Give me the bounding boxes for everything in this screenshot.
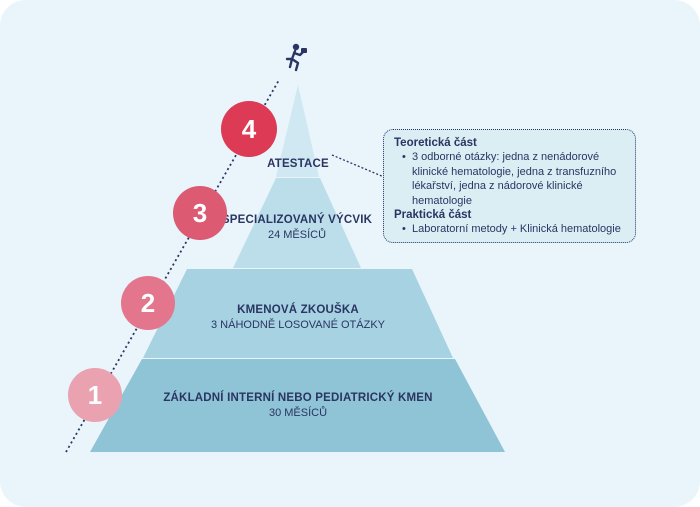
layer-4-shape (276, 85, 319, 177)
practical-heading: Praktická část (394, 209, 472, 221)
theory-heading: Teoretická část (394, 137, 477, 149)
layer-2-subtitle: 3 NÁHODNĚ LOSOVANÉ OTÁZKY (210, 319, 385, 331)
layer-3-shape (233, 178, 361, 268)
info-connector (331, 154, 385, 178)
theory-item: 3 odborné otázky: jedna z nenádorové kli… (402, 150, 625, 208)
step-badge-3: 3 (173, 186, 227, 240)
layer-3-label: SPECIALIZOVANÝ VÝCVIK 24 MĚSÍCŮ (200, 214, 394, 241)
step-badge-4: 4 (221, 101, 277, 157)
layer-1-title: ZÁKLADNÍ INTERNÍ NEBO PEDIATRICKÝ KMEN (163, 392, 433, 404)
layer-1-label: ZÁKLADNÍ INTERNÍ NEBO PEDIATRICKÝ KMEN 3… (148, 392, 448, 419)
practical-item: Laboratorní metody + Klinická hematologi… (402, 222, 625, 237)
layer-3-title: SPECIALIZOVANÝ VÝCVIK (221, 214, 373, 226)
layer-2-shape (143, 269, 453, 358)
running-person-icon (285, 43, 307, 72)
practical-list: Laboratorní metody + Klinická hematologi… (394, 222, 625, 237)
layer-2-title: KMENOVÁ ZKOUŠKA (237, 304, 359, 316)
theory-list: 3 odborné otázky: jedna z nenádorové kli… (394, 150, 625, 208)
layer-1-shape (90, 359, 505, 452)
layer-2-label: KMENOVÁ ZKOUŠKA 3 NÁHODNĚ LOSOVANÉ OTÁZK… (178, 304, 418, 331)
layer-1-subtitle: 30 MĚSÍCŮ (268, 407, 328, 419)
layer-4-label: ATESTACE (228, 158, 368, 170)
exam-info-box: Teoretická část 3 odborné otázky: jedna … (383, 129, 636, 243)
layer-4-title: ATESTACE (267, 158, 329, 170)
step-badge-1: 1 (68, 368, 122, 422)
step-badge-2: 2 (121, 276, 175, 330)
layer-3-subtitle: 24 MĚSÍCŮ (267, 229, 327, 241)
